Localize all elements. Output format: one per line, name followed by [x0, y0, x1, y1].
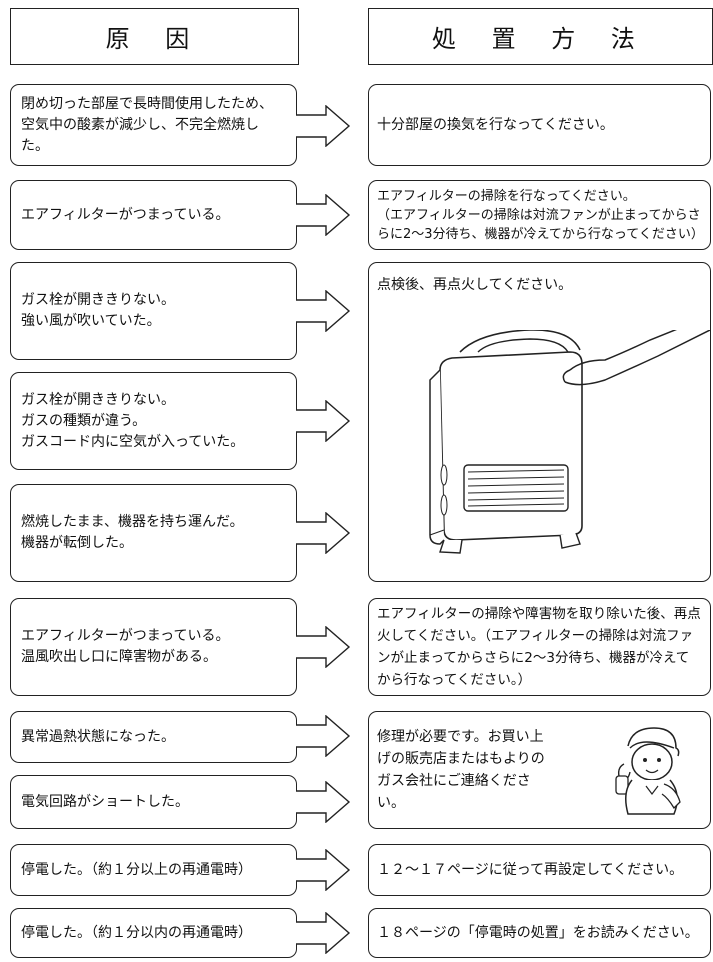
- cause-text-1: 閉め切った部屋で長時間使用したため、空気中の酸素が減少し、不完全燃焼した。: [21, 95, 273, 154]
- heater-illustration: [429, 330, 710, 554]
- arrow-right-icon: [296, 105, 351, 147]
- remedy-text-3: 点検後、再点火してください。: [377, 277, 573, 293]
- cause-box-10: 停電した。（約１分以内の再通電時）: [10, 908, 297, 958]
- cause-text-2: エアフィルターがつまっている。: [21, 206, 230, 223]
- cause-box-7: 異常過熱状態になった。: [10, 711, 297, 763]
- cause-text-9: 停電した。（約１分以上の再通電時）: [21, 861, 252, 878]
- remedy-box-7: １８ページの「停電時の処置」をお読みください。: [368, 908, 711, 958]
- cause-text-4: ガス栓が開ききりない。 ガスの種類が違う。 ガスコード内に空気が入っていた。: [21, 391, 245, 450]
- cause-text-3: ガス栓が開ききりない。 強い風が吹いていた。: [21, 292, 175, 329]
- cause-text-6: エアフィルターがつまっている。 温風吹出し口に障害物がある。: [21, 628, 230, 665]
- remedy-text-7: １８ページの「停電時の処置」をお読みください。: [377, 924, 699, 941]
- cause-text-5: 燃焼したまま、機器を持ち運んだ。 機器が転倒した。: [21, 514, 244, 551]
- arrow-right-icon: [296, 715, 351, 757]
- cause-box-6: エアフィルターがつまっている。 温風吹出し口に障害物がある。: [10, 598, 297, 696]
- cause-box-2: エアフィルターがつまっている。: [10, 180, 297, 250]
- cause-box-8: 電気回路がショートした。: [10, 775, 297, 829]
- remedy-box-2: エアフィルターの掃除を行なってください。 （エアフィルターの掃除は対流ファンが止…: [368, 180, 711, 250]
- arrow-right-icon: [296, 400, 351, 442]
- cause-box-5: 燃焼したまま、機器を持ち運んだ。 機器が転倒した。: [10, 484, 297, 582]
- cause-box-4: ガス栓が開ききりない。 ガスの種類が違う。 ガスコード内に空気が入っていた。: [10, 372, 297, 470]
- arrow-right-icon: [296, 626, 351, 668]
- remedy-box-3: 点検後、再点火してください。: [368, 262, 711, 582]
- remedy-text-5: 修理が必要です。お買い上げの販売店またはもよりのガス会社にご連絡ください。: [377, 729, 545, 811]
- cause-box-9: 停電した。（約１分以上の再通電時）: [10, 844, 297, 896]
- cause-header: 原 因: [10, 8, 299, 65]
- arrow-right-icon: [296, 912, 351, 954]
- remedy-box-5: 修理が必要です。お買い上げの販売店またはもよりのガス会社にご連絡ください。: [368, 711, 711, 829]
- cause-text-7: 異常過熱状態になった。: [21, 728, 175, 745]
- remedy-header: 処 置 方 法: [368, 8, 713, 65]
- cause-box-1: 閉め切った部屋で長時間使用したため、空気中の酸素が減少し、不完全燃焼した。: [10, 84, 297, 166]
- arrow-right-icon: [296, 290, 351, 332]
- remedy-text-6: １２〜１７ページに従って再設定してください。: [377, 861, 684, 878]
- remedy-box-6: １２〜１７ページに従って再設定してください。: [368, 844, 711, 896]
- cause-box-3: ガス栓が開ききりない。 強い風が吹いていた。: [10, 262, 297, 360]
- arrow-right-icon: [296, 849, 351, 891]
- cause-text-10: 停電した。（約１分以内の再通電時）: [21, 924, 252, 941]
- remedy-text-2: エアフィルターの掃除を行なってください。 （エアフィルターの掃除は対流ファンが止…: [377, 188, 704, 242]
- arrow-right-icon: [296, 194, 351, 236]
- remedy-text-4: エアフィルターの掃除や障害物を取り除いた後、再点火してください。（エアフィルター…: [377, 606, 701, 688]
- remedy-text-1: 十分部屋の換気を行なってください。: [377, 116, 614, 133]
- arrow-right-icon: [296, 781, 351, 823]
- phone-person-icon: [615, 727, 681, 815]
- arrow-right-icon: [296, 512, 351, 554]
- remedy-box-4: エアフィルターの掃除や障害物を取り除いた後、再点火してください。（エアフィルター…: [368, 598, 711, 696]
- remedy-box-1: 十分部屋の換気を行なってください。: [368, 84, 711, 166]
- cause-text-8: 電気回路がショートした。: [21, 793, 189, 810]
